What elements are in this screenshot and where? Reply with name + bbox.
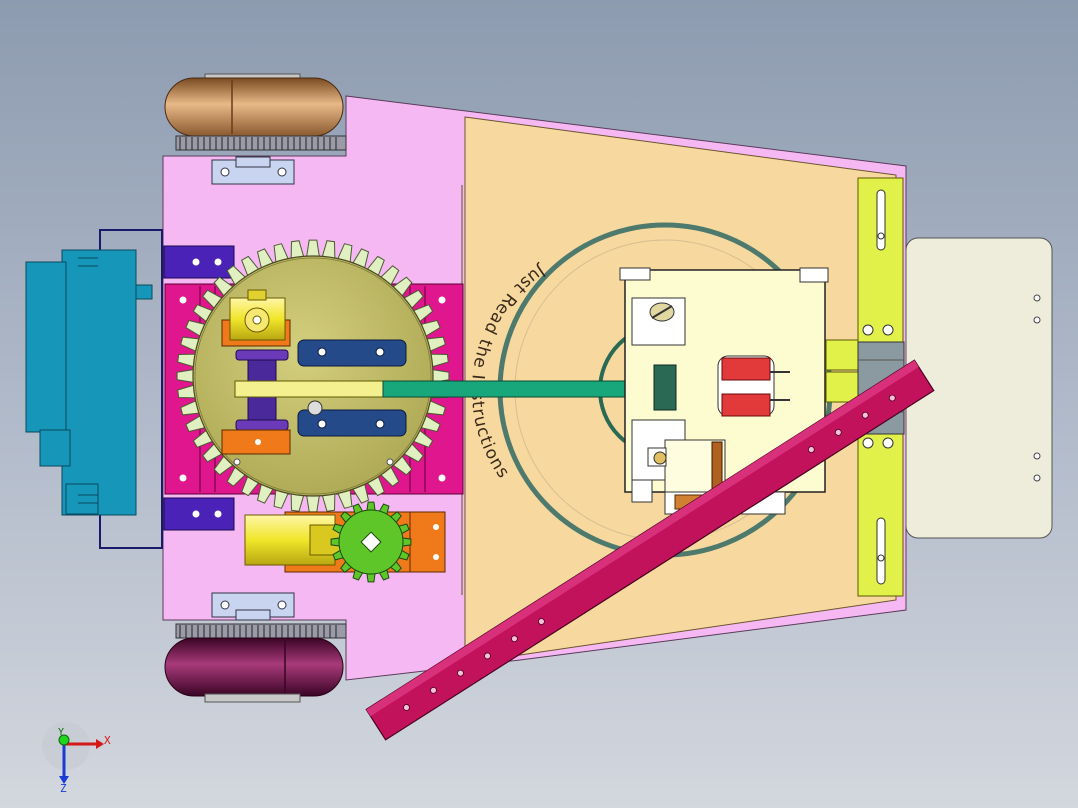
bracket-top: [211, 156, 295, 185]
mount-block-upper: [163, 245, 235, 279]
gear-teeth-top: [179, 137, 337, 150]
y-axis-label: Y: [58, 727, 64, 738]
gear-teeth-bottom: [179, 625, 337, 638]
pinion-gear: [330, 501, 412, 583]
clamp-lower: [297, 400, 407, 437]
rear-panel: [905, 237, 1053, 539]
x-axis-label: X: [104, 734, 111, 747]
main-gear: [176, 239, 450, 513]
orange-block: [221, 429, 291, 455]
coil-spring: [717, 355, 790, 417]
bracket-bottom: [211, 592, 295, 621]
lifting-arm: [365, 359, 935, 741]
wheel-bottom: [164, 623, 347, 703]
wheel-top: [164, 73, 347, 151]
axis-triad: X Y Z: [42, 722, 111, 795]
battery-pack: [25, 229, 163, 549]
mount-block-lower: [163, 497, 235, 531]
clamp-upper: [297, 339, 407, 367]
pulley-motor: [221, 289, 291, 347]
z-axis-label: Z: [60, 782, 67, 795]
